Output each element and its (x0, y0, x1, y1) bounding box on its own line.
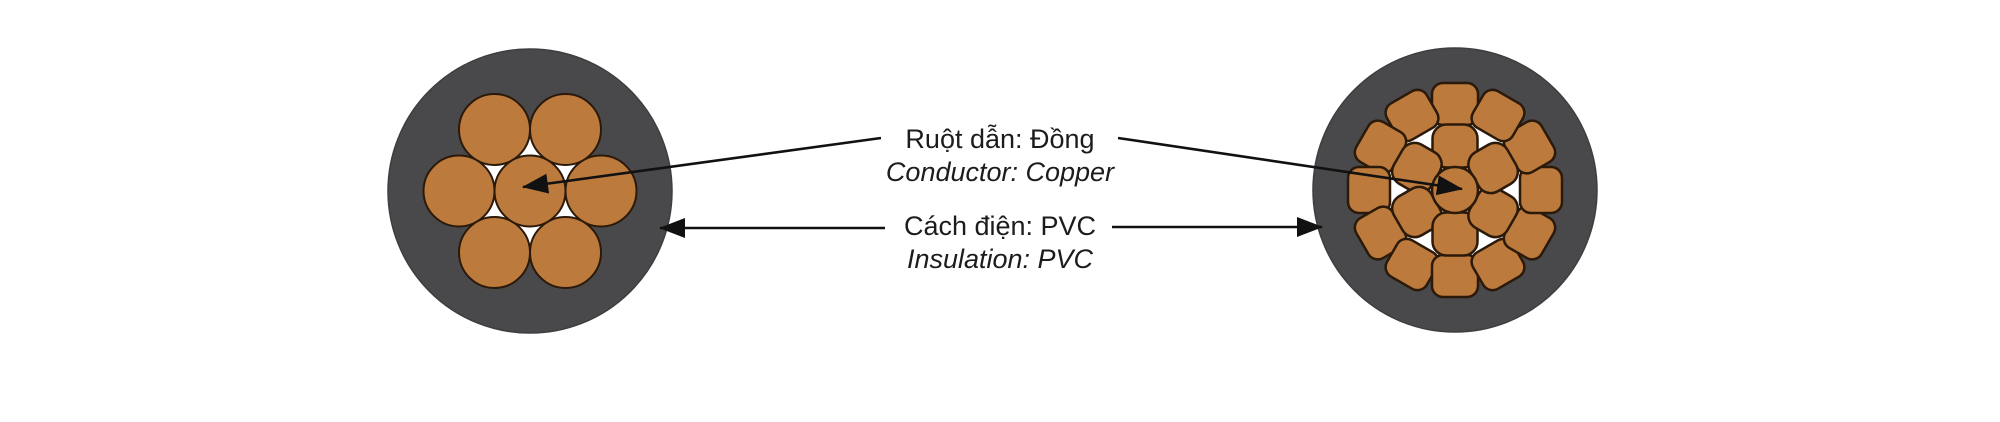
copper-strand (458, 93, 531, 166)
conductor-arrow-left (522, 136, 882, 194)
conductor-label: Ruột dẫn: Đồng Conductor: Copper (886, 123, 1114, 189)
conductor-label-vi: Ruột dẫn: Đồng (905, 124, 1095, 154)
conductor-label-en: Conductor: Copper (885, 157, 1115, 187)
insulation-label-vi: Cách điện: PVC (903, 211, 1097, 241)
copper-strand-center (493, 154, 567, 228)
cable-7-strand-round (387, 48, 673, 334)
copper-strand-center (1430, 165, 1480, 215)
copper-strand (564, 154, 638, 228)
copper-strand (422, 154, 496, 228)
copper-strand (529, 93, 602, 166)
copper-strand (529, 216, 602, 289)
insulation-label: Cách điện: PVC Insulation: PVC (904, 210, 1096, 276)
conductor-arrow-right (1117, 136, 1463, 196)
insulation-label-en: Insulation: PVC (906, 244, 1094, 274)
copper-strand (1470, 88, 1526, 143)
cable-19-strand-compacted (1312, 47, 1598, 333)
copper-strand (458, 216, 531, 289)
